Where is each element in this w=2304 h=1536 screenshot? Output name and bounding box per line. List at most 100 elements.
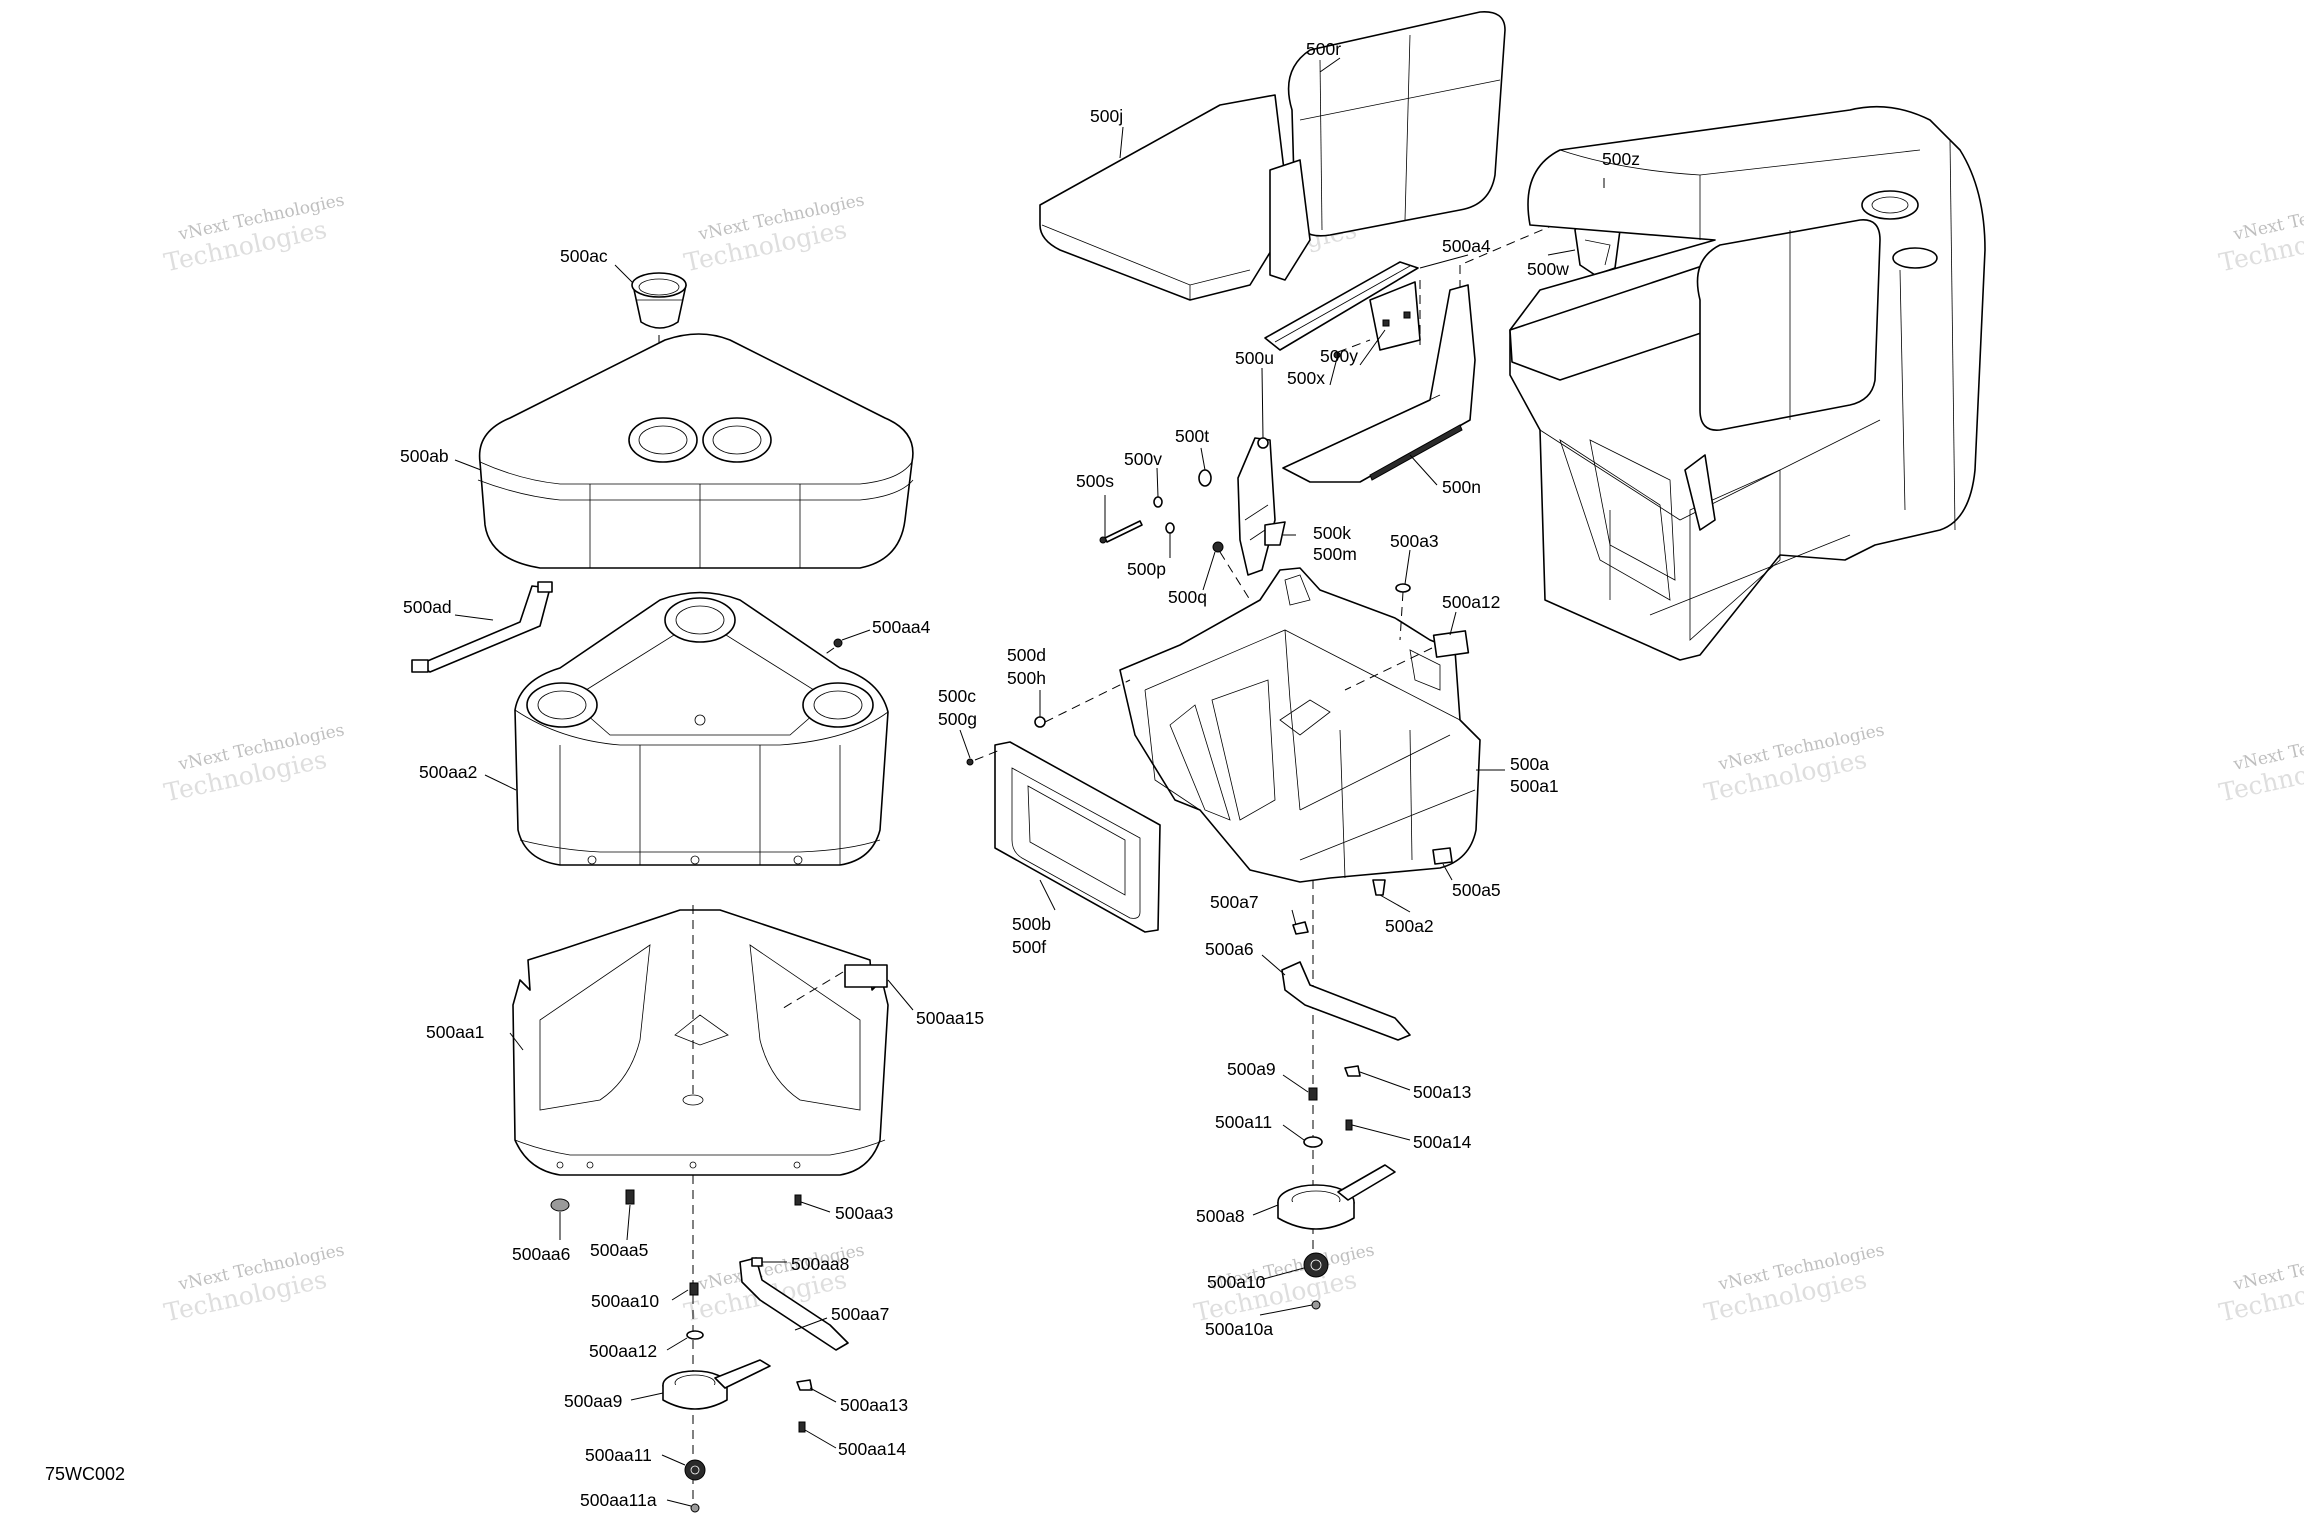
strap-part xyxy=(411,581,553,673)
callout-500a2: 500a2 xyxy=(1385,916,1434,936)
clip-part xyxy=(1344,1065,1361,1077)
callout-500r: 500r xyxy=(1306,39,1341,59)
side-panel-part xyxy=(994,741,1161,933)
callout-500a1: 500a1 xyxy=(1510,776,1559,796)
table-top-cover-part xyxy=(477,333,914,569)
callout-500a11: 500a11 xyxy=(1215,1112,1272,1132)
watermark: vNext Technologies Technologies xyxy=(2216,190,2304,277)
callout-500q: 500q xyxy=(1168,587,1207,607)
callout-500aa14: 500aa14 xyxy=(838,1439,906,1459)
washer-part xyxy=(1198,469,1212,487)
callout-500x: 500x xyxy=(1287,368,1325,388)
arm-tray-part xyxy=(1282,284,1476,483)
callout-500a4: 500a4 xyxy=(1442,236,1491,256)
guide-line xyxy=(1337,339,1371,353)
callout-500a9: 500a9 xyxy=(1227,1059,1276,1079)
callout-500a13: 500a13 xyxy=(1413,1082,1471,1102)
screw-part xyxy=(690,1503,700,1513)
nut-part xyxy=(1212,541,1224,553)
bolt-part xyxy=(1099,520,1143,544)
washer-part xyxy=(686,1330,704,1340)
washer-part xyxy=(1153,496,1163,508)
guide-line xyxy=(1044,679,1131,723)
seat-cushion-part xyxy=(1039,94,1291,301)
swivel-bracket-part xyxy=(1281,961,1411,1041)
callout-500z: 500z xyxy=(1602,149,1640,169)
callout-500ad: 500ad xyxy=(403,597,452,617)
callout-500g: 500g xyxy=(938,709,977,729)
watermark: vNext Technologies Technologies xyxy=(161,1240,346,1327)
callout-500aa6: 500aa6 xyxy=(512,1244,570,1264)
callout-500a: 500a xyxy=(1510,754,1549,774)
callout-500a5: 500a5 xyxy=(1452,880,1501,900)
callout-500aa13: 500aa13 xyxy=(840,1395,908,1415)
table-shell-part xyxy=(514,591,889,866)
side-bracket-part xyxy=(1237,437,1286,576)
gear-part xyxy=(684,1459,706,1481)
nut-part xyxy=(1257,437,1269,449)
guide-line xyxy=(1219,551,1251,601)
watermark: vNext Technologies Technologies xyxy=(681,190,866,277)
screw-part xyxy=(833,638,843,648)
swivel-plate-part xyxy=(662,1359,771,1410)
callout-500a6: 500a6 xyxy=(1205,939,1254,959)
bolt-part xyxy=(625,1189,635,1205)
callout-500aa5: 500aa5 xyxy=(590,1240,648,1260)
callout-500t: 500t xyxy=(1175,426,1209,446)
callout-500aa11: 500aa11 xyxy=(585,1445,652,1465)
bolt-part xyxy=(1372,879,1386,896)
callout-500u: 500u xyxy=(1235,348,1274,368)
clip-part xyxy=(1292,921,1309,935)
watermark: vNext Technologies Technologies xyxy=(161,190,346,277)
screw-part xyxy=(794,1194,802,1206)
callout-500v: 500v xyxy=(1124,449,1162,469)
callout-500a10: 500a10 xyxy=(1207,1272,1266,1292)
callout-500d: 500d xyxy=(1007,645,1046,665)
callout-500aa7: 500aa7 xyxy=(831,1304,889,1324)
bolt-part xyxy=(689,1282,699,1296)
gear-part xyxy=(1303,1252,1329,1278)
bolt-part xyxy=(1308,1087,1318,1101)
callout-500j: 500j xyxy=(1090,106,1123,126)
callout-500aa1: 500aa1 xyxy=(426,1022,484,1042)
callout-500n: 500n xyxy=(1442,477,1481,497)
callout-500a3: 500a3 xyxy=(1390,531,1439,551)
callout-500aa15: 500aa15 xyxy=(916,1008,984,1028)
callout-500aa8: 500aa8 xyxy=(791,1254,849,1274)
callout-500aa3: 500aa3 xyxy=(835,1203,893,1223)
callout-500p: 500p xyxy=(1127,559,1166,579)
screw-part xyxy=(1311,1300,1321,1310)
callout-500ab: 500ab xyxy=(400,446,449,466)
screw-part xyxy=(966,758,974,766)
label-plate-part xyxy=(844,964,888,988)
callout-500m: 500m xyxy=(1313,544,1357,564)
guide-line xyxy=(1399,591,1404,641)
backrest-part xyxy=(1269,11,1506,281)
callout-500aa10: 500aa10 xyxy=(591,1291,659,1311)
callout-500aa12: 500aa12 xyxy=(589,1341,657,1361)
figure-code: 75WC002 xyxy=(45,1464,125,1484)
callout-500a7: 500a7 xyxy=(1210,892,1259,912)
callout-500a10a: 500a10a xyxy=(1205,1319,1273,1339)
callout-500aa11a: 500aa11a xyxy=(580,1490,657,1510)
watermark: vNext Technologies Technologies xyxy=(161,720,346,807)
callout-500ac: 500ac xyxy=(560,246,608,266)
guide-line xyxy=(1344,647,1433,691)
screw-part xyxy=(798,1421,806,1433)
label-plate-part xyxy=(1432,630,1470,658)
foot-part xyxy=(550,1198,570,1212)
watermark: vNext Technologies Technologies xyxy=(2216,1240,2304,1327)
seat-rail-part xyxy=(1264,261,1419,351)
callout-500c: 500c xyxy=(938,686,976,706)
callout-500a12: 500a12 xyxy=(1442,592,1500,612)
cup-holder-part xyxy=(631,272,687,329)
washer-part xyxy=(1395,583,1411,593)
callout-500f: 500f xyxy=(1012,937,1046,957)
foot-part xyxy=(1432,847,1453,865)
assembled-seat-part xyxy=(1509,105,1986,661)
callout-500aa9: 500aa9 xyxy=(564,1391,622,1411)
callout-500a8: 500a8 xyxy=(1196,1206,1245,1226)
guide-line xyxy=(779,971,844,1011)
callout-500s: 500s xyxy=(1076,471,1114,491)
